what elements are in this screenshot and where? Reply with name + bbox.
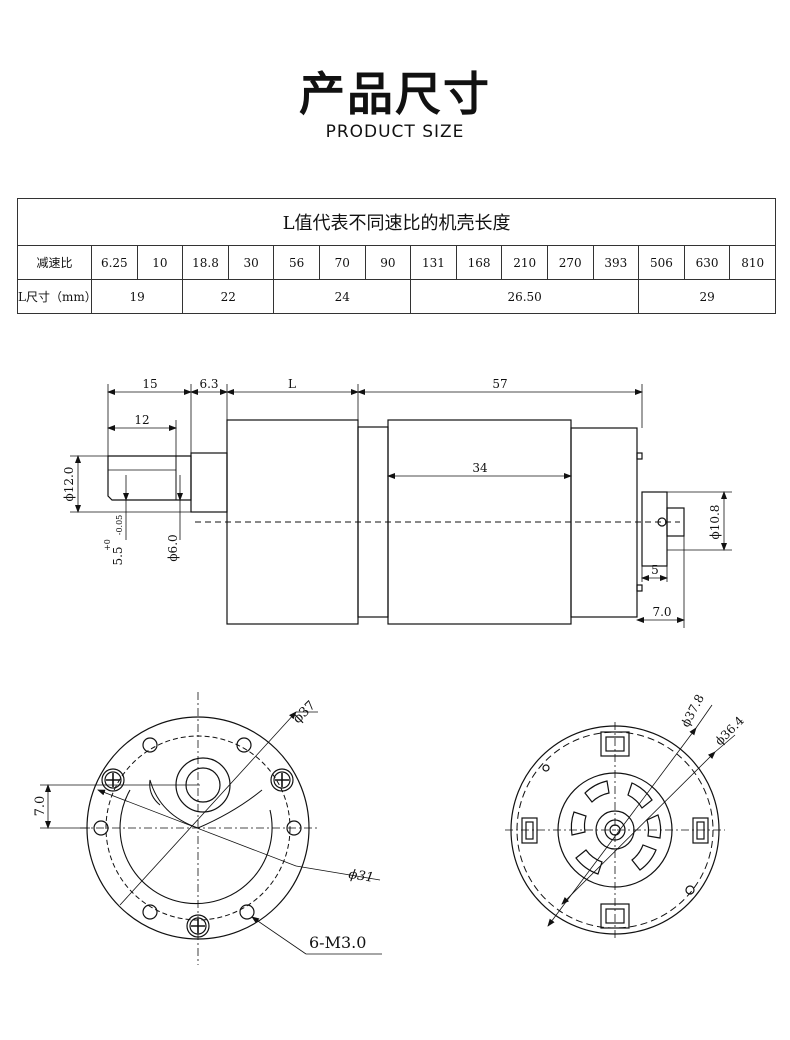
mount-hole <box>142 904 158 920</box>
rear-dimensions <box>547 704 736 927</box>
dim-12: 12 <box>134 413 149 427</box>
screw-head <box>270 768 294 792</box>
ratio-cell: 210 <box>501 245 548 280</box>
ratio-cell: 30 <box>227 245 275 280</box>
dim-front-7: 7.0 <box>33 796 48 817</box>
dim-dia-36-4: ϕ36.4 <box>712 713 747 748</box>
mount-hole <box>239 904 255 920</box>
dim-6-3: 6.3 <box>199 377 218 391</box>
side-dim-labels: 15 6.3 L 57 12 34 ϕ12.0 5.5 +0 -0.05 ϕ6.… <box>62 377 722 619</box>
ratio-label: 减速比 <box>17 245 92 280</box>
ratio-cell: 10 <box>136 245 184 280</box>
dim-5-5: 5.5 <box>111 546 125 565</box>
vent-slot <box>584 780 610 803</box>
ratio-cell: 270 <box>546 245 594 280</box>
page-title: 产品尺寸 <box>299 67 491 121</box>
motor-shaft-stub <box>641 491 668 567</box>
dim-thread: 6-M3.0 <box>309 933 366 952</box>
ratio-cell: 506 <box>638 245 685 280</box>
motor-front-ring <box>357 426 389 618</box>
dim-dia-37: ϕ37 <box>290 698 319 727</box>
dim-34: 34 <box>472 461 488 475</box>
side-dimensions <box>70 384 732 628</box>
screw-head <box>101 768 125 792</box>
page-subtitle: PRODUCT SIZE <box>325 122 465 142</box>
rear-view <box>505 722 725 938</box>
output-shaft <box>107 455 192 501</box>
dim-dia-37-8: ϕ37.8 <box>678 692 707 729</box>
length-cell: 24 <box>273 279 412 314</box>
ratio-cell: 18.8 <box>182 245 229 280</box>
dim-5-5-tol-up: +0 <box>103 539 112 551</box>
vent-slot <box>627 782 653 809</box>
length-label: L尺寸（mm） <box>17 279 97 314</box>
dim-5-5-tol-down: -0.05 <box>115 515 124 536</box>
vent-slot <box>570 811 587 836</box>
length-cell: 29 <box>638 279 777 314</box>
front-view <box>80 692 318 965</box>
dim-15: 15 <box>142 377 157 391</box>
rear-dim-labels: ϕ37.8 ϕ36.4 <box>678 692 747 748</box>
bearing-boss <box>190 452 228 513</box>
vent-slot <box>646 814 662 839</box>
mount-hole <box>142 737 158 753</box>
dim-dia-31: ϕ31 <box>347 867 374 886</box>
length-cell: 19 <box>90 279 184 314</box>
dim-5: 5 <box>651 563 659 577</box>
dim-dia-10-8: ϕ10.8 <box>708 505 722 540</box>
length-cell: 22 <box>182 279 275 314</box>
side-view <box>107 419 685 625</box>
vent-slot <box>575 849 603 875</box>
length-cell: 26.50 <box>410 279 640 314</box>
front-dimensions <box>40 711 382 955</box>
vent-slot <box>631 844 657 871</box>
dim-dia-12: ϕ12.0 <box>62 467 76 502</box>
dim-L: L <box>288 377 296 391</box>
dim-dia-6: ϕ6.0 <box>166 534 180 561</box>
ratio-cell: 56 <box>273 245 320 280</box>
dim-57: 57 <box>492 377 507 391</box>
ratio-cell: 810 <box>729 245 777 280</box>
mount-hole <box>236 737 252 753</box>
front-inner-arc <box>119 789 273 905</box>
terminal-slot <box>521 817 538 844</box>
dim-7: 7.0 <box>652 605 671 619</box>
